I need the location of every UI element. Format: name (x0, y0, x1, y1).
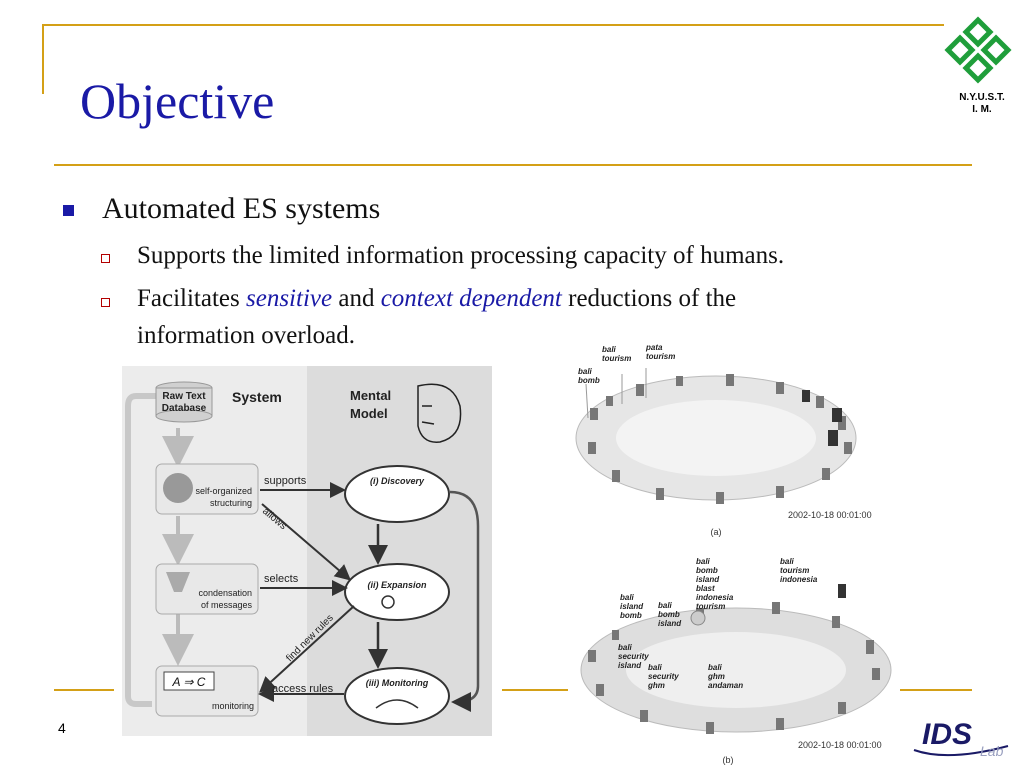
sub-bullet-icon (101, 254, 110, 263)
b-l6-1: bali (648, 663, 663, 672)
raw-db-label-2: Database (162, 403, 207, 414)
page-title: Objective (80, 73, 275, 129)
a-timestamp: 2002-10-18 00:01:00 (788, 510, 872, 520)
b-l7-1: bali (708, 663, 723, 672)
mental-model-label-2: Model (350, 406, 388, 421)
sub-bullet-2-pre: Facilitates (137, 285, 246, 312)
b-l1-6: tourism (696, 602, 725, 611)
frame-line-top (42, 24, 944, 26)
b-l1-1: bali (696, 557, 711, 566)
b-l2-2: tourism (780, 566, 809, 575)
title-underline (54, 164, 972, 166)
a-label-2b: tourism (646, 352, 675, 361)
box3-formula: A ⇒ C (172, 675, 206, 689)
landscape-visualization-b: bali bomb island blast indonesia tourism… (580, 557, 892, 765)
b-timestamp: 2002-10-18 00:01:00 (798, 740, 882, 750)
box1-label-2: structuring (210, 498, 252, 508)
sub-bullet-icon (101, 298, 110, 307)
box2-label-1: condensation (198, 588, 252, 598)
a-label-1b: tourism (602, 354, 631, 363)
a-label-3a: bali (578, 367, 593, 376)
footer-line-mid (502, 689, 568, 691)
box1-label-1: self-organized (195, 486, 252, 496)
b-l7-2: ghm (707, 672, 725, 681)
frame-line-left (42, 24, 44, 94)
ids-logo-lab: Lab (980, 743, 1004, 759)
b-l1-4: blast (696, 584, 715, 593)
raw-db-label-1: Raw Text (162, 391, 206, 402)
b-l1-5: indonesia (696, 593, 734, 602)
arrow-label-access-rules: access rules (272, 683, 334, 695)
b-l5-2: security (618, 652, 649, 661)
bullet-square-icon (63, 205, 74, 216)
highlight-context-dependent: context dependent (380, 285, 562, 312)
sub-bullet-2: Facilitates sensitive and context depend… (137, 285, 736, 313)
b-l2-1: bali (780, 557, 795, 566)
cloud-discovery: (i) Discovery (370, 476, 425, 486)
cloud-monitoring: (iii) Monitoring (366, 678, 429, 688)
institution-line-1: N.Y.U.S.T. (959, 92, 1005, 103)
b-l3-3: bomb (620, 611, 642, 620)
mental-model-label-1: Mental (350, 388, 391, 403)
a-label-2a: pata (645, 343, 663, 352)
b-l5-1: bali (618, 643, 633, 652)
highlight-sensitive: sensitive (246, 285, 333, 312)
landscape-visualization-a: bali tourism pata tourism bali bomb 2002… (575, 343, 872, 537)
arrow-label-supports: supports (264, 475, 307, 487)
ids-lab-logo-icon: IDS Lab (913, 718, 1009, 759)
b-l1-3: island (696, 575, 720, 584)
page-number: 4 (58, 720, 66, 736)
b-l3-1: bali (620, 593, 635, 602)
b-l6-3: ghm (647, 681, 665, 690)
b-l4-2: bomb (658, 610, 680, 619)
human-head-icon (417, 383, 462, 443)
a-label-3b: bomb (578, 376, 600, 385)
sub-bullet-2-post: reductions of the (561, 285, 737, 312)
b-l7-3: andaman (708, 681, 743, 690)
b-l3-2: island (620, 602, 644, 611)
b-l1-2: bomb (696, 566, 718, 575)
b-l5-3: island (618, 661, 642, 670)
ids-logo-text: IDS (922, 718, 972, 751)
box2-label-2: of messages (201, 600, 253, 610)
footer-line-left (54, 689, 114, 691)
institution-line-2: I. M. (972, 104, 992, 115)
sub-bullet-2-mid: and (332, 285, 381, 312)
footer-line-right (900, 689, 972, 691)
bullet-main: Automated ES systems (102, 192, 381, 225)
b-caption: (b) (723, 755, 734, 765)
sub-bullet-1: Supports the limited information process… (137, 242, 785, 269)
box3-label: monitoring (212, 701, 254, 711)
arrow-label-selects: selects (264, 573, 299, 585)
nyust-logo-icon (944, 16, 1012, 84)
es-system-diagram: Raw Text Database System Mental Model se… (122, 366, 492, 736)
cloud-expansion: (ii) Expansion (367, 580, 427, 590)
b-l2-3: indonesia (780, 575, 818, 584)
system-header: System (232, 389, 282, 405)
b-l6-2: security (648, 672, 679, 681)
b-l4-1: bali (658, 601, 673, 610)
a-label-1a: bali (602, 345, 617, 354)
sub-bullet-2-line2: information overload. (137, 322, 355, 349)
b-l4-3: island (658, 619, 682, 628)
a-caption: (a) (711, 527, 722, 537)
